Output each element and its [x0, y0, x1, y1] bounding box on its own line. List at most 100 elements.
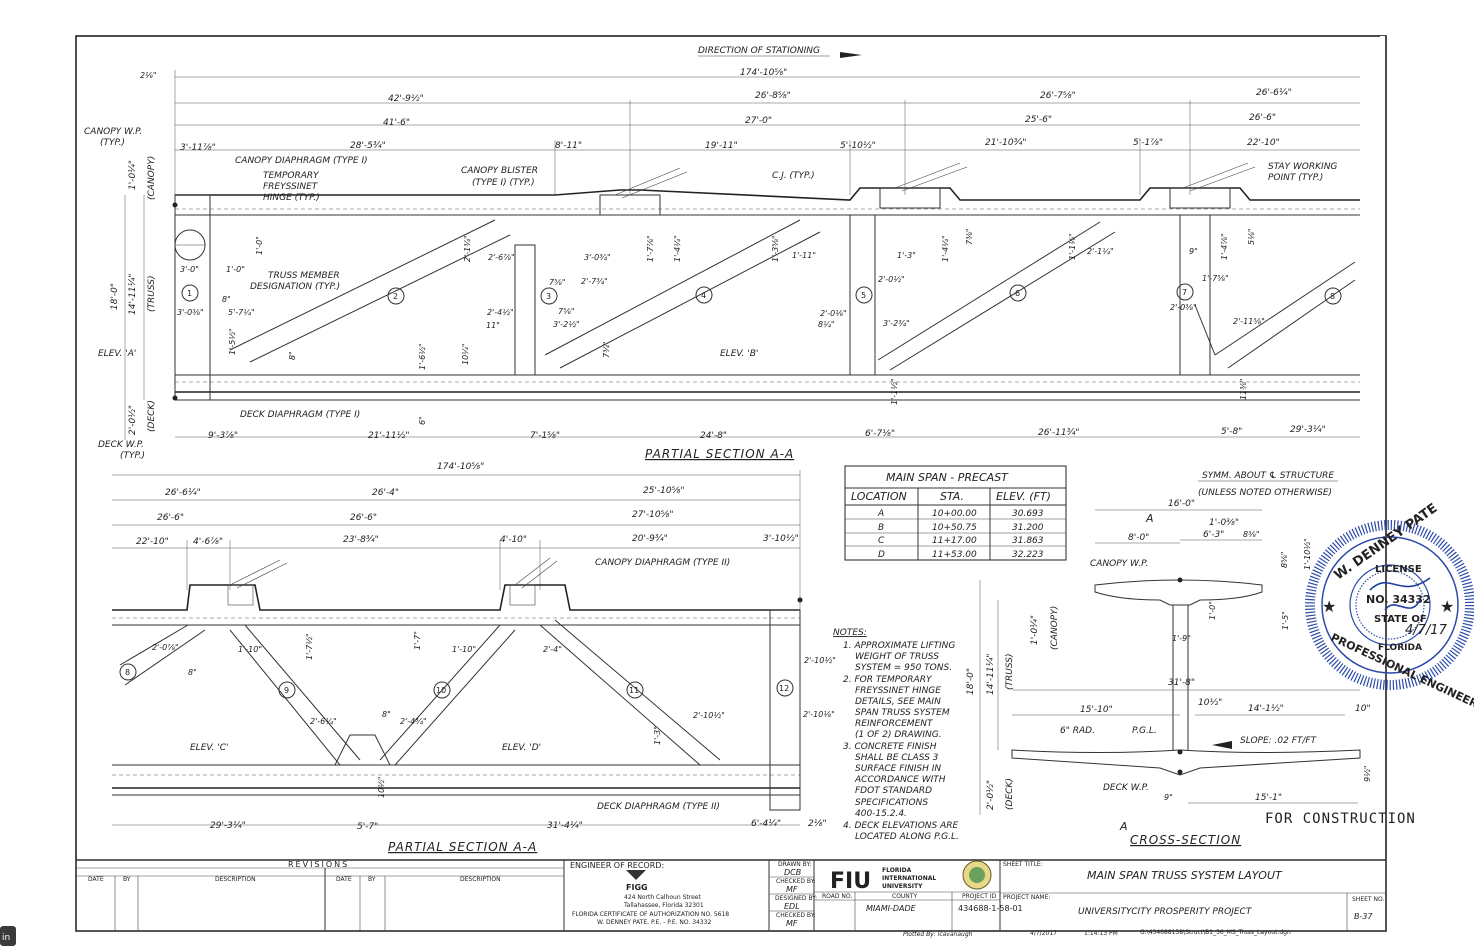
note-line: SHALL BE CLASS 3 — [855, 753, 939, 763]
bottom-inner-4: 1'-7" — [413, 631, 422, 650]
eor-label: ENGINEER OF RECORD: — [570, 861, 664, 870]
cs-d1-5: 1'-5" — [1281, 611, 1290, 630]
top-inner-36: 10¼" — [461, 343, 470, 365]
note-line: FDOT STANDARD — [855, 786, 932, 796]
cs-deck: (DECK) — [1005, 778, 1015, 810]
cs-d14-1-1-2: 14'-1½" — [1248, 704, 1284, 714]
bottom-bottom-2: 31'-4¼" — [547, 821, 583, 831]
note-line: WEIGHT OF TRUSS — [855, 652, 939, 662]
top-inner-1: 1'-0" — [226, 265, 245, 274]
top-inner-5: 1'-5½" — [228, 328, 237, 355]
cs-d8-5-8: 8⅝" — [1280, 551, 1289, 568]
bottom-row1-2: 25'-10⅝" — [643, 486, 685, 496]
top-inner-18: 8¼" — [818, 320, 835, 329]
note-line: DETAILS, SEE MAIN — [855, 697, 941, 707]
side-tab[interactable] — [0, 926, 16, 946]
rev-header: BY — [368, 876, 376, 883]
top-inner-22: 1'-7⅝" — [1202, 274, 1229, 283]
sheet-title-label: SHEET TITLE: — [1003, 861, 1043, 868]
top-inner-17: 2'-0⅛" — [820, 309, 847, 318]
cs-d8: 8'-0" — [1128, 533, 1149, 543]
project-id: 434688-1-58-01 — [958, 904, 1023, 913]
cs-d15-1: 15'-1" — [1255, 793, 1282, 803]
top-row2-0: 41'-6" — [383, 118, 410, 128]
rev-header: BY — [123, 876, 131, 883]
canopy-diaphragm-ii: CANOPY DIAPHRAGM (TYPE II) — [595, 558, 730, 568]
note-line: ACCORDANCE WITH — [854, 775, 946, 785]
cs-pgl: P.G.L. — [1132, 726, 1157, 736]
bottom-inner-2: 8" — [188, 668, 197, 677]
top-row3-7: 22'-10" — [1247, 138, 1280, 148]
cs-canopy-wp: CANOPY W.P. — [1090, 559, 1148, 569]
checked-by-label: CHECKED BY: — [776, 878, 816, 885]
top-row1-0: 42'-9½" — [388, 94, 424, 104]
pe-stamp: W. DENNEY PATE LICENSE NO. 34332 STATE O… — [1305, 501, 1474, 711]
overall-dim: 174'-10⅝" — [740, 68, 787, 78]
cs-d10: 10" — [1355, 704, 1371, 714]
checked-by: MF — [786, 885, 798, 894]
bottom-row2-2: 27'-10⅝" — [632, 510, 674, 520]
bottom-bottom-3: 6'-4¼" — [751, 819, 781, 829]
fiu-line-2: INTERNATIONAL — [882, 875, 936, 882]
top-inner-6: 2'-6⅞" — [488, 253, 515, 262]
cs-a-top: A — [1145, 512, 1154, 525]
cs-d15-10: 15'-10" — [1080, 705, 1113, 715]
top-inner-21: 9" — [1189, 247, 1198, 256]
bottom-section-title: PARTIAL SECTION A-A — [388, 840, 537, 854]
bottom-row3-1: 4'-6⅞" — [193, 537, 223, 547]
top-inner-26: 2'-1¾" — [463, 235, 472, 262]
top-inner-12: 3'-2½" — [553, 320, 580, 329]
notes: NOTES: 1. APPROXIMATE LIFTING WEIGHT OF … — [833, 628, 959, 842]
top-row1-2: 26'-7⅝" — [1040, 91, 1076, 101]
note-line: 3. CONCRETE FINISH — [843, 742, 937, 752]
sheet-no: B-37 — [1354, 912, 1373, 921]
bottom-overall: 174'-10⅝" — [437, 462, 484, 472]
top-inner-7: 3'-0¾" — [584, 253, 611, 262]
cs-d16: 16'-0" — [1168, 499, 1195, 509]
canopy-blister-1: CANOPY BLISTER — [461, 166, 538, 176]
bottom-row1-0: 26'-6¼" — [165, 488, 201, 498]
top-inner-9: 7⅝" — [549, 278, 566, 287]
cs-slope: SLOPE: .02 FT/FT — [1240, 736, 1318, 746]
stay-working-2: POINT (TYP.) — [1268, 173, 1323, 183]
d1-0-1-4-top: 1'-0¼" — [128, 160, 138, 190]
top-inner-41: 8" — [288, 351, 297, 360]
cs-d14: 14'-11¼" — [986, 654, 996, 696]
top-inner-34: 5⅛" — [1247, 228, 1256, 245]
star-icon: ★ — [1322, 597, 1336, 616]
top-inner-2: 8" — [222, 295, 231, 304]
bottom-row3-4: 20'-9¾" — [632, 534, 668, 544]
county: MIAMI-DADE — [866, 904, 917, 913]
top-member-2: 2 — [393, 292, 398, 301]
rev-header: DESCRIPTION — [460, 876, 501, 883]
stamp-no: NO. 34332 — [1366, 593, 1431, 606]
figg-logo-icon — [626, 870, 646, 880]
bottom-bottom-0: 29'-3¼" — [210, 821, 246, 831]
elev-b-label: ELEV. 'B' — [720, 349, 758, 359]
top-inner-30: 1'-4¼" — [941, 235, 950, 262]
fiu-line-1: FLORIDA — [882, 867, 912, 874]
cj-typ: C.J. (TYP.) — [772, 171, 815, 181]
elev-a-label: ELEV. 'A' — [98, 349, 136, 359]
table-cell: 10+50.75 — [932, 523, 977, 533]
top-inner-31: 7⅜" — [965, 228, 974, 245]
top-bottom-2: 7'-1⅝" — [530, 431, 560, 441]
slope-arrow-icon — [1212, 741, 1232, 749]
fiu-seal-inner-icon — [969, 867, 985, 883]
table-cell: 11+17.00 — [932, 536, 977, 546]
truss-member-1: TRUSS MEMBER — [268, 271, 340, 281]
bottom-row2-0: 26'-6" — [157, 513, 184, 523]
top-inner-15: 1'-3" — [897, 251, 916, 260]
top-bottom-5: 26'-11¾" — [1038, 428, 1080, 438]
table-cell: 30.693 — [1012, 509, 1044, 519]
top-inner-3: 3'-0⅜" — [177, 308, 204, 317]
bottom-inner-5: 1'-10" — [452, 645, 476, 654]
cs-d31-8: 31'-8" — [1168, 678, 1195, 688]
top-row2-1: 27'-0" — [745, 116, 772, 126]
top-row3-4: 5'-10½" — [840, 141, 876, 151]
cs-d8-3-8: 8⅜" — [1243, 530, 1260, 539]
table-header-location: LOCATION — [851, 490, 907, 503]
checked-by2: MF — [786, 919, 798, 928]
fiu-logo: FIU — [830, 869, 871, 894]
top-row3-2: 8'-11" — [555, 141, 582, 151]
